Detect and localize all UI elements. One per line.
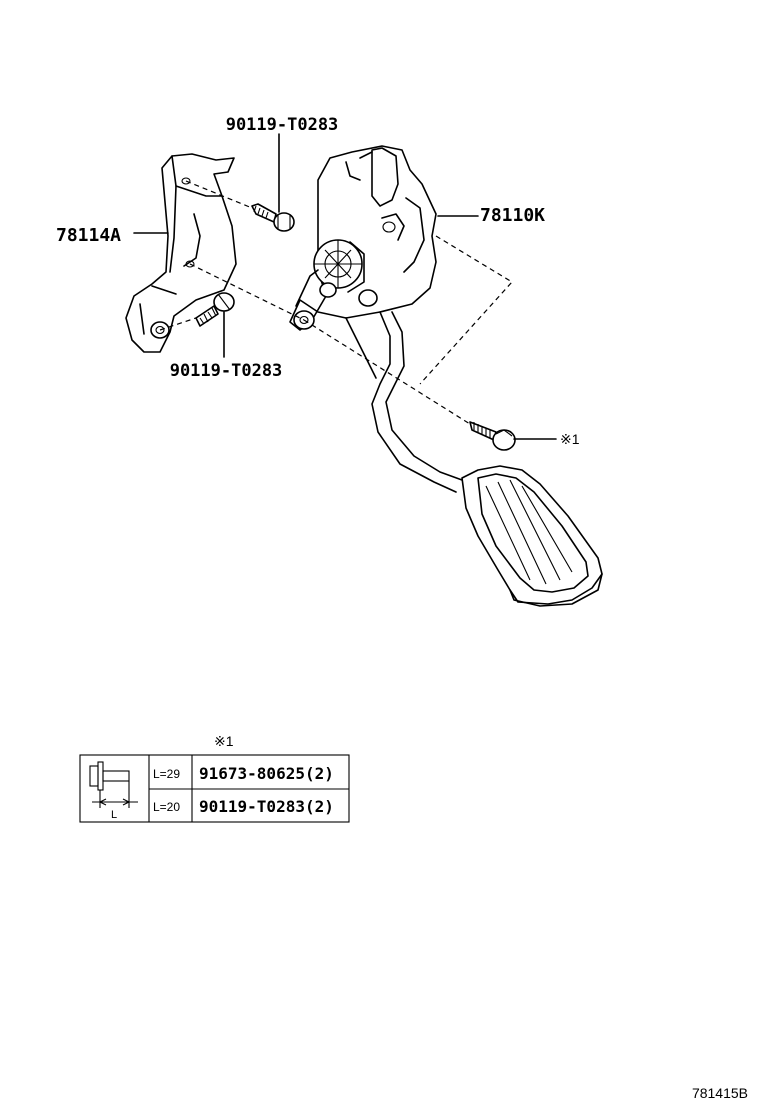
bolt-lower-90119 bbox=[195, 292, 235, 327]
table-note-ref: ※1 bbox=[214, 733, 234, 749]
alignment-lines bbox=[159, 180, 513, 425]
figure-id: 781415B bbox=[692, 1085, 748, 1101]
dimension-label: L bbox=[111, 809, 117, 821]
callout-bolt-lower: 90119-T0283 bbox=[170, 361, 283, 381]
callout-bolt-top: 90119-T0283 bbox=[226, 115, 339, 135]
callout-pedal-assembly: 78110K bbox=[480, 205, 545, 226]
pedal-assembly-78110k bbox=[289, 145, 603, 607]
row-1-part: 91673-80625(2) bbox=[199, 764, 334, 783]
row-2-length: L=20 bbox=[153, 800, 180, 814]
callout-bracket: 78114A bbox=[56, 225, 121, 246]
flange-bolt-icon bbox=[89, 761, 138, 808]
bolt-note1 bbox=[469, 421, 516, 451]
bracket-78114a bbox=[125, 153, 237, 353]
row-2-part: 90119-T0283(2) bbox=[199, 797, 334, 816]
row-1-length: L=29 bbox=[153, 767, 180, 781]
fastener-table: ※1 L L=29 91673-80625(2) L=20 90119-T028… bbox=[79, 733, 350, 823]
bolt-top-90119 bbox=[251, 203, 295, 232]
callout-note-ref: ※1 bbox=[560, 431, 580, 447]
leader-lines bbox=[133, 133, 557, 440]
